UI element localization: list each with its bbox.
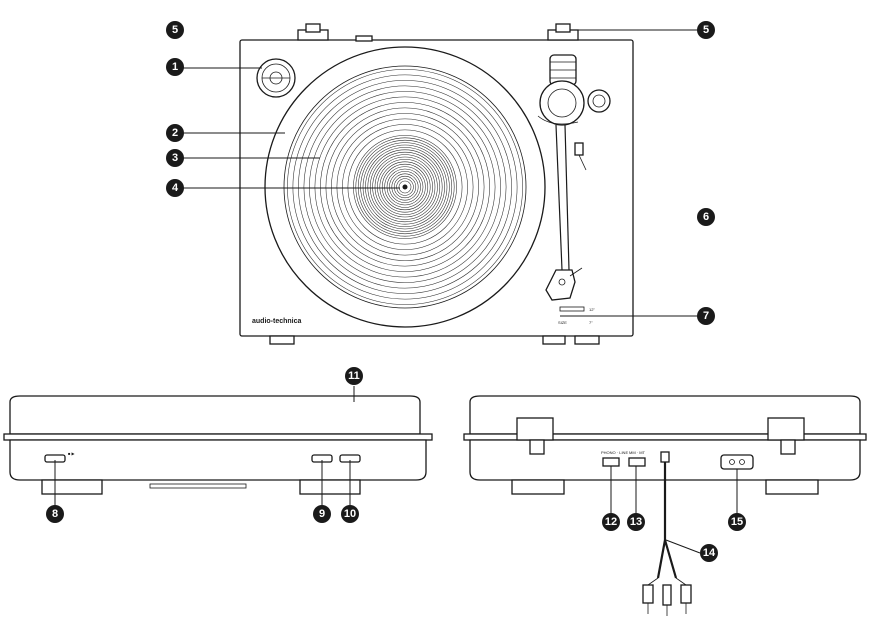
- svg-text:2: 2: [172, 127, 178, 139]
- mat-groove: [389, 171, 421, 203]
- mat-groove: [331, 113, 479, 261]
- foot-front-left: [269, 335, 295, 345]
- svg-text:7: 7: [703, 310, 709, 322]
- mat-groove: [391, 173, 419, 201]
- svg-text:13: 13: [630, 516, 642, 528]
- svg-text:14: 14: [703, 547, 716, 559]
- size-12-label: 12": [589, 307, 595, 312]
- mat-groove: [393, 175, 417, 199]
- mat-groove: [314, 96, 496, 278]
- platter-mat: [283, 65, 527, 309]
- callout-5-right: 5: [697, 21, 715, 39]
- svg-text:12: 12: [605, 516, 617, 528]
- callout-3: 3: [166, 149, 184, 167]
- plinth-front: [3, 433, 433, 441]
- mat-groove: [320, 102, 490, 272]
- mat-groove: [377, 159, 433, 215]
- mat-groove: [355, 137, 455, 237]
- hinge-left-knob: [305, 23, 321, 33]
- dust-cover-rear: [469, 395, 861, 435]
- svg-text:11: 11: [348, 370, 360, 382]
- callout-5-left: 5: [166, 21, 184, 39]
- mat-groove: [347, 129, 463, 245]
- mat-groove: [298, 80, 512, 294]
- foot-front-mid: [542, 335, 566, 345]
- foot-front-right: [574, 335, 600, 345]
- svg-text:MM · MT: MM · MT: [629, 450, 646, 455]
- mat-groove: [398, 180, 412, 194]
- callout-13: 13: [627, 513, 645, 531]
- mat-groove: [336, 118, 474, 256]
- callout-10: 10: [341, 505, 359, 523]
- dust-cover-front: [9, 395, 421, 435]
- callout-6: 6: [697, 208, 715, 226]
- spindle: [402, 184, 408, 190]
- callout-12: 12: [602, 513, 620, 531]
- mat-groove: [303, 85, 507, 289]
- callouts: 1 2 3 4 5 5 6 7 8 9 10 11 12 13 14 15: [46, 21, 746, 562]
- rca-cable: [656, 455, 678, 579]
- mat-groove: [362, 144, 448, 230]
- brand-logo-top: audio-technica: [252, 318, 302, 325]
- size-7-label: 7": [589, 320, 593, 325]
- svg-text:PHONO · LINE: PHONO · LINE: [601, 450, 628, 455]
- mat-grooves: [287, 69, 523, 305]
- mat-groove: [386, 168, 424, 206]
- mat-groove: [367, 149, 443, 225]
- tonearm: [537, 54, 611, 301]
- svg-text:8: 8: [52, 508, 58, 520]
- base-front: [9, 439, 427, 481]
- svg-text:5: 5: [172, 24, 178, 36]
- gain-switch[interactable]: [628, 457, 646, 467]
- front-view: ■ ▶: [3, 395, 433, 495]
- mat-groove: [360, 142, 450, 232]
- rear-tab: [355, 35, 373, 42]
- leaders: [54, 29, 738, 554]
- svg-text:6: 6: [703, 211, 709, 223]
- mat-groove: [372, 154, 438, 220]
- svg-text:10: 10: [344, 508, 356, 520]
- mat-groove: [292, 74, 518, 300]
- phono-line-switch[interactable]: [602, 457, 620, 467]
- top-view: 12" 7" SIZE audio-technica: [239, 23, 634, 345]
- mat-groove: [342, 124, 468, 250]
- mat-groove: [325, 107, 485, 267]
- svg-text:3: 3: [172, 152, 178, 164]
- callout-9: 9: [313, 505, 331, 523]
- mat-groove: [357, 139, 453, 235]
- mat-groove: [381, 163, 429, 211]
- mat-groove: [365, 147, 445, 227]
- callout-1: 1: [166, 58, 184, 76]
- callout-4: 4: [166, 179, 184, 197]
- callout-11: 11: [345, 367, 363, 385]
- hinge-right-knob: [555, 23, 571, 33]
- front-foot-right: [299, 479, 361, 495]
- front-foot-left: [41, 479, 103, 495]
- mat-groove: [384, 166, 426, 208]
- callout-7: 7: [697, 307, 715, 325]
- svg-text:■ ▶: ■ ▶: [68, 451, 76, 456]
- callout-2: 2: [166, 124, 184, 142]
- ac-inlet: [720, 454, 754, 470]
- rear-view: PHONO · LINE MM · MT: [463, 395, 867, 616]
- svg-text:15: 15: [731, 516, 743, 528]
- svg-text:5: 5: [703, 24, 709, 36]
- svg-text:1: 1: [172, 61, 178, 73]
- mat-groove: [379, 161, 431, 213]
- size-label: SIZE: [558, 320, 567, 325]
- mat-groove: [309, 91, 501, 283]
- svg-text:9: 9: [319, 508, 325, 520]
- mat-groove: [369, 151, 441, 223]
- callout-8: 8: [46, 505, 64, 523]
- mat-groove: [374, 156, 436, 218]
- callout-15: 15: [728, 513, 746, 531]
- svg-text:4: 4: [172, 182, 179, 194]
- size-selector: 12" 7" SIZE: [558, 306, 595, 325]
- mat-groove: [353, 135, 457, 239]
- mat-groove: [396, 178, 414, 196]
- mat-groove: [287, 69, 523, 305]
- callout-14: 14: [700, 544, 718, 562]
